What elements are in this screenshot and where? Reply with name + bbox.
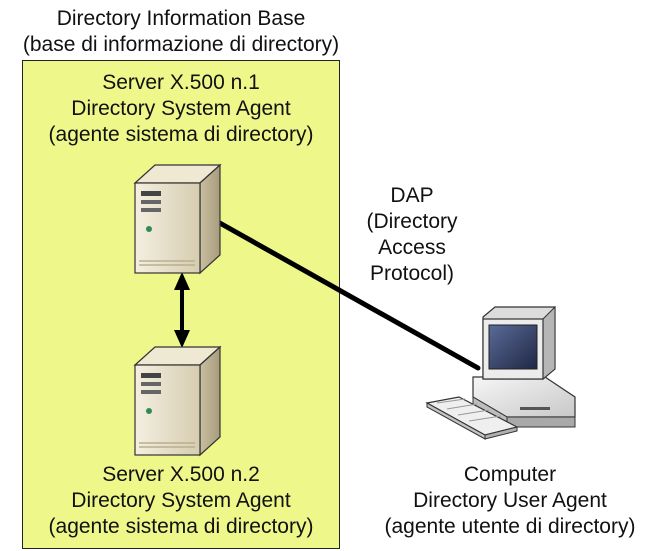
dap-label-line3: Access bbox=[378, 236, 446, 259]
dap-label: DAP (Directory Access Protocol) bbox=[352, 183, 472, 287]
dib-title-line2: (base di informazione di directory) bbox=[22, 33, 340, 56]
server2-label-line2: Directory System Agent bbox=[71, 489, 291, 512]
dap-label-line2: (Directory bbox=[366, 210, 458, 233]
client-label-line2: Directory User Agent bbox=[413, 489, 607, 512]
server1-label: Server X.500 n.1 Directory System Agent … bbox=[22, 70, 340, 148]
client-label-line1: Computer bbox=[463, 463, 557, 486]
server-icon bbox=[133, 345, 222, 457]
server-icon bbox=[133, 163, 222, 275]
server2-label: Server X.500 n.2 Directory System Agent … bbox=[22, 462, 340, 540]
server2-label-line3: (agente sistema di directory) bbox=[48, 515, 314, 538]
dap-label-line1: DAP bbox=[390, 184, 434, 207]
server1-label-line3: (agente sistema di directory) bbox=[48, 123, 314, 146]
computer-icon bbox=[425, 305, 576, 440]
dap-connection-line bbox=[215, 219, 481, 371]
server1-label-line1: Server X.500 n.1 bbox=[102, 71, 260, 94]
dap-label-line4: Protocol) bbox=[369, 262, 455, 285]
dib-title-line1: Directory Information Base bbox=[56, 7, 306, 30]
directory-information-base-region bbox=[22, 60, 340, 549]
client-label: Computer Directory User Agent (agente ut… bbox=[366, 462, 654, 540]
server-link-arrow bbox=[174, 272, 190, 348]
client-label-line3: (agente utente di directory) bbox=[384, 515, 636, 538]
server2-label-line1: Server X.500 n.2 bbox=[102, 463, 260, 486]
server1-label-line2: Directory System Agent bbox=[71, 97, 291, 120]
dib-title: Directory Information Base (base di info… bbox=[0, 6, 362, 58]
